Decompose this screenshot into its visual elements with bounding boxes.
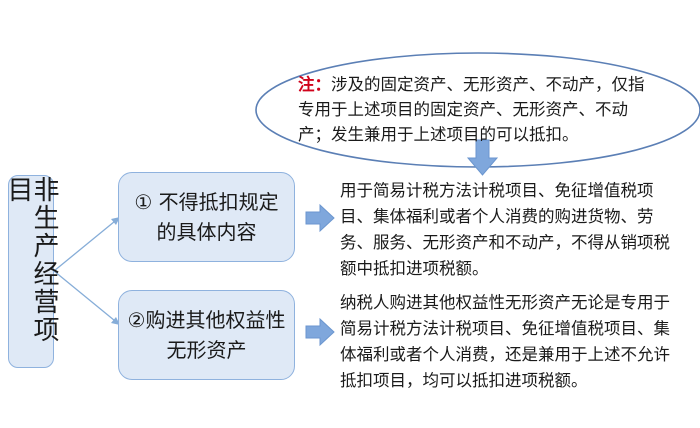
connector-line-2 [53, 270, 121, 326]
note-text-block: 注：涉及的固定资产、无形资产、不动产，仅指专用于上述项目的固定资产、无形资产、不… [298, 72, 658, 147]
block-arrow-2 [305, 317, 335, 347]
note-body: 涉及的固定资产、无形资产、不动产，仅指专用于上述项目的固定资产、无形资产、不动产… [298, 74, 645, 144]
item-box-1: ① 不得抵扣规定的具体内容 [118, 172, 295, 262]
block-arrow-1 [305, 203, 335, 233]
note-label: 注： [298, 74, 331, 94]
item-description-1: 用于简易计税方法计税项目、免征增值税项目、集体福利或者个人消费的购进货物、劳务、… [340, 181, 670, 278]
item-title-1: ① 不得抵扣规定的具体内容 [134, 190, 279, 244]
item-box-2: ②购进其他权益性无形资产 [118, 290, 295, 380]
root-box: 非生产经营项目 [3, 175, 59, 368]
root-label: 非生产经营项目 [3, 176, 59, 344]
note: 注：涉及的固定资产、无形资产、不动产，仅指专用于上述项目的固定资产、无形资产、不… [258, 50, 698, 168]
note-down-arrow [466, 139, 499, 176]
connector-line-1 [53, 216, 121, 272]
connector-arrowhead-2 [111, 317, 120, 325]
item-description-2: 纳税人购进其他权益性无形资产无论是专用于简易计税方法计税项目、免征增值税项目、集… [340, 293, 670, 390]
connector-arrowhead-1 [111, 217, 120, 225]
item-title-2: ②购进其他权益性无形资产 [127, 308, 286, 362]
